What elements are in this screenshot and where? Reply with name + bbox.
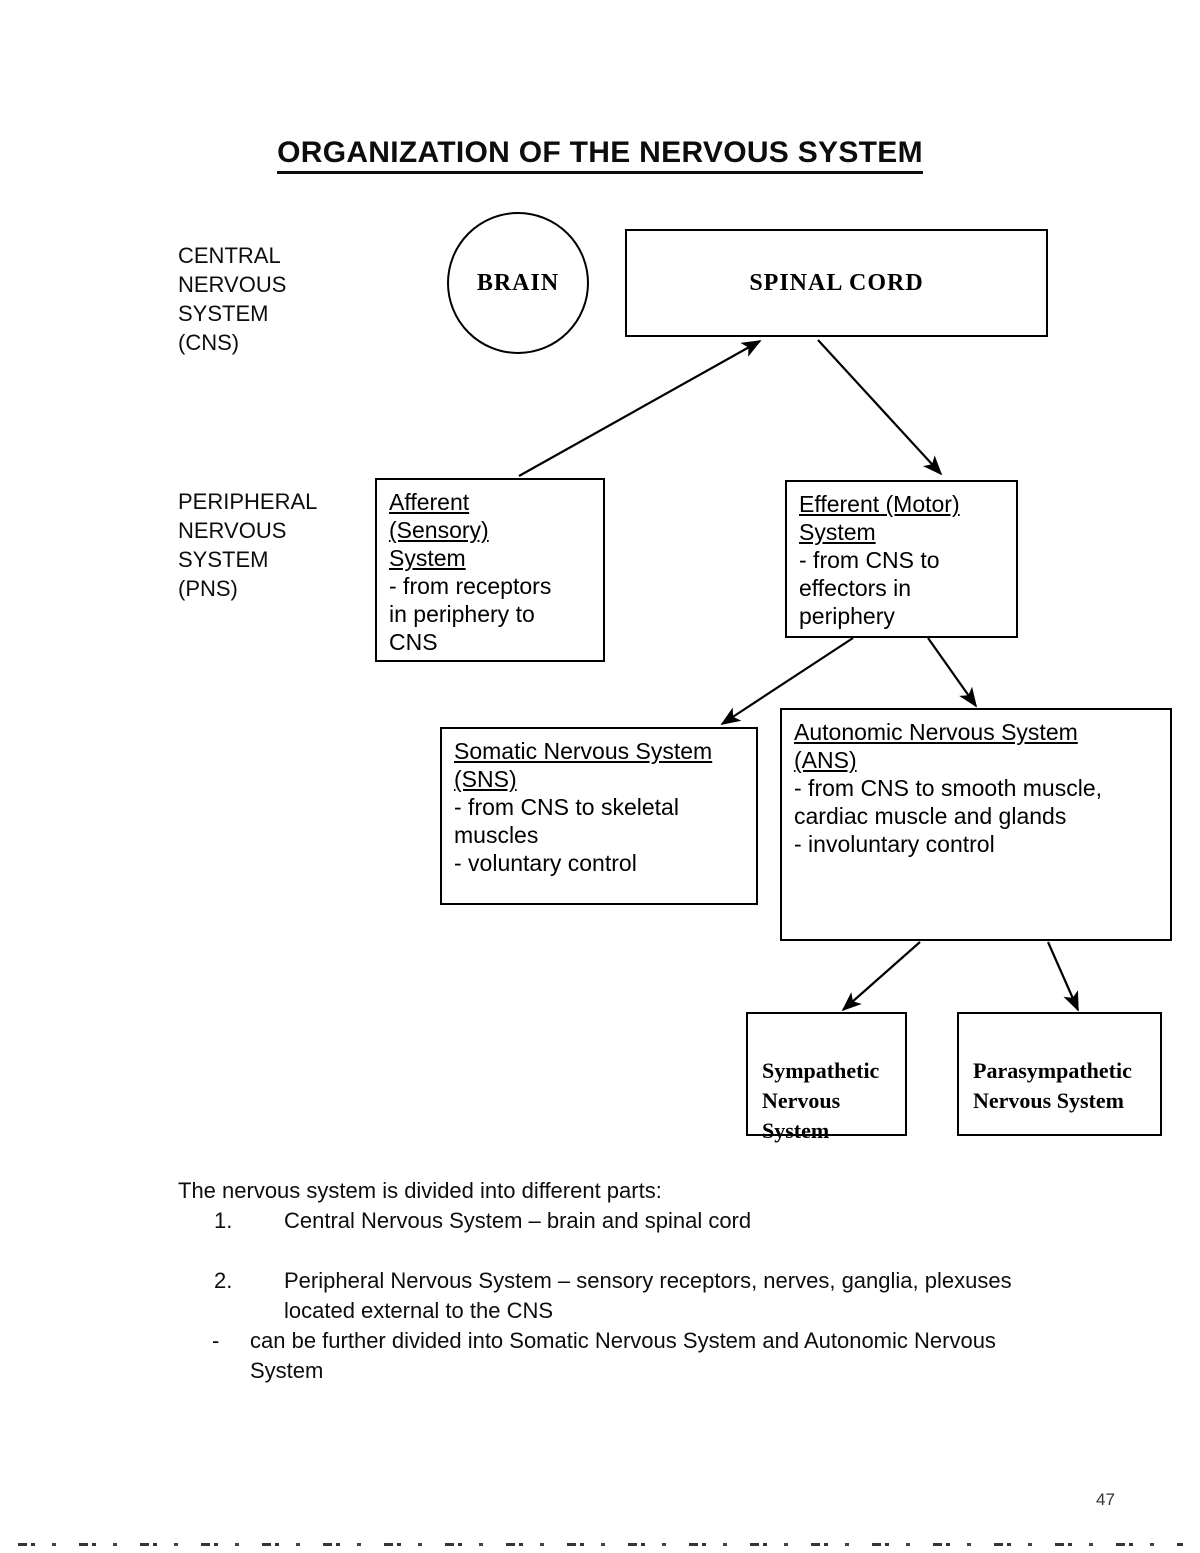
node-spinal-cord[interactable]: SPINAL CORD <box>625 229 1048 337</box>
page-number: 47 <box>1096 1490 1115 1509</box>
node-parasympathetic-nervous-system[interactable]: Parasympathetic Nervous System <box>957 1012 1162 1136</box>
node-efferent-system[interactable]: Efferent (Motor) System - from CNS to ef… <box>785 480 1018 638</box>
node-somatic-body: - from CNS to skeletal muscles - volunta… <box>454 794 679 876</box>
arrow-autonomic-to-parasympathetic <box>1046 941 1080 1012</box>
node-afferent-body: - from receptors in periphery to CNS <box>389 573 552 655</box>
arrow-afferent-to-spinal-cord <box>518 340 762 477</box>
node-autonomic-nervous-system[interactable]: Autonomic Nervous System (ANS) - from CN… <box>780 708 1172 941</box>
node-brain[interactable]: BRAIN <box>447 212 589 354</box>
cns-section-label: CENTRAL NERVOUS SYSTEM (CNS) <box>178 243 287 355</box>
node-brain-label: BRAIN <box>476 269 560 296</box>
node-efferent-body: - from CNS to effectors in periphery <box>799 547 940 629</box>
explanatory-text: The nervous system is divided into diffe… <box>178 1176 1058 1386</box>
prose-item-1-text: Central Nervous System – brain and spina… <box>284 1208 752 1233</box>
node-sympathetic-label: Sympathetic Nervous System <box>762 1058 880 1143</box>
arrow-spinal-cord-to-efferent <box>817 339 943 476</box>
node-afferent-system[interactable]: Afferent (Sensory) System - from recepto… <box>375 478 605 662</box>
prose-item-3: - can be further divided into Somatic Ne… <box>178 1326 1058 1386</box>
prose-item-2: 2. Peripheral Nervous System – sensory r… <box>178 1266 1058 1326</box>
node-efferent-heading: Efferent (Motor) System <box>799 491 960 545</box>
prose-item-3-text: can be further divided into Somatic Nerv… <box>250 1328 996 1383</box>
node-somatic-heading: Somatic Nervous System (SNS) <box>454 738 713 792</box>
arrow-efferent-to-autonomic <box>927 637 978 708</box>
prose-item-2-text: Peripheral Nervous System – sensory rece… <box>284 1268 1012 1323</box>
node-autonomic-heading: Autonomic Nervous System (ANS) <box>794 719 1078 773</box>
prose-item-3-marker: - <box>212 1328 220 1353</box>
node-afferent-heading: Afferent (Sensory) System <box>389 489 489 571</box>
node-somatic-nervous-system[interactable]: Somatic Nervous System (SNS) - from CNS … <box>440 727 758 905</box>
node-parasympathetic-label: Parasympathetic Nervous System <box>973 1058 1132 1113</box>
prose-item-1-marker: 1. <box>214 1208 233 1233</box>
pns-section-label: PERIPHERAL NERVOUS SYSTEM (PNS) <box>178 489 318 601</box>
page-title: ORGANIZATION OF THE NERVOUS SYSTEM <box>0 136 1200 174</box>
prose-item-1: 1. Central Nervous System – brain and sp… <box>178 1206 1058 1236</box>
node-autonomic-body: - from CNS to smooth muscle, cardiac mus… <box>794 775 1103 857</box>
prose-lead: The nervous system is divided into diffe… <box>178 1178 662 1203</box>
scan-artifact-line <box>18 1543 1183 1546</box>
node-spinal-cord-label: SPINAL CORD <box>749 269 924 296</box>
prose-item-2-marker: 2. <box>214 1268 233 1293</box>
arrow-autonomic-to-sympathetic <box>841 941 921 1012</box>
page-title-text: ORGANIZATION OF THE NERVOUS SYSTEM <box>277 136 923 174</box>
node-sympathetic-nervous-system[interactable]: Sympathetic Nervous System <box>746 1012 907 1143</box>
